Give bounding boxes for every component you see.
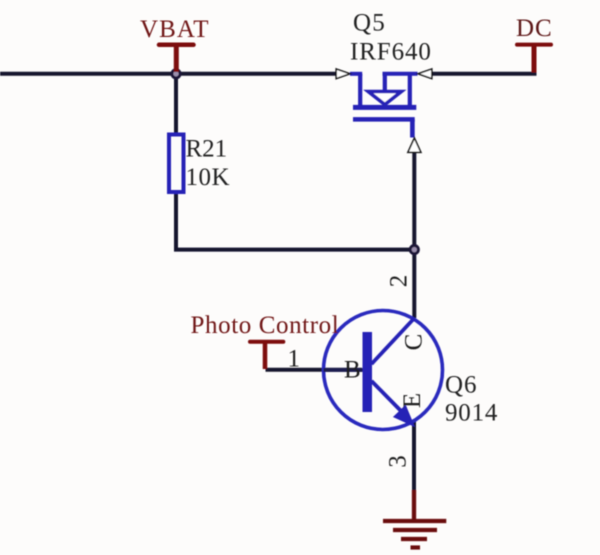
- svg-text:1: 1: [288, 346, 301, 373]
- svg-text:DC: DC: [516, 15, 553, 42]
- svg-text:C: C: [401, 334, 428, 351]
- svg-text:R21: R21: [186, 136, 228, 163]
- svg-text:Q5: Q5: [353, 10, 386, 37]
- svg-text:9014: 9014: [445, 400, 498, 427]
- svg-text:B: B: [344, 357, 361, 384]
- svg-text:IRF640: IRF640: [350, 39, 432, 66]
- svg-text:VBAT: VBAT: [140, 16, 210, 43]
- svg-text:E: E: [399, 393, 426, 408]
- svg-text:10K: 10K: [186, 164, 231, 191]
- svg-text:3: 3: [385, 455, 412, 468]
- svg-text:Photo Control: Photo Control: [191, 312, 340, 339]
- svg-text:Q6: Q6: [445, 372, 478, 399]
- svg-text:2: 2: [386, 275, 413, 288]
